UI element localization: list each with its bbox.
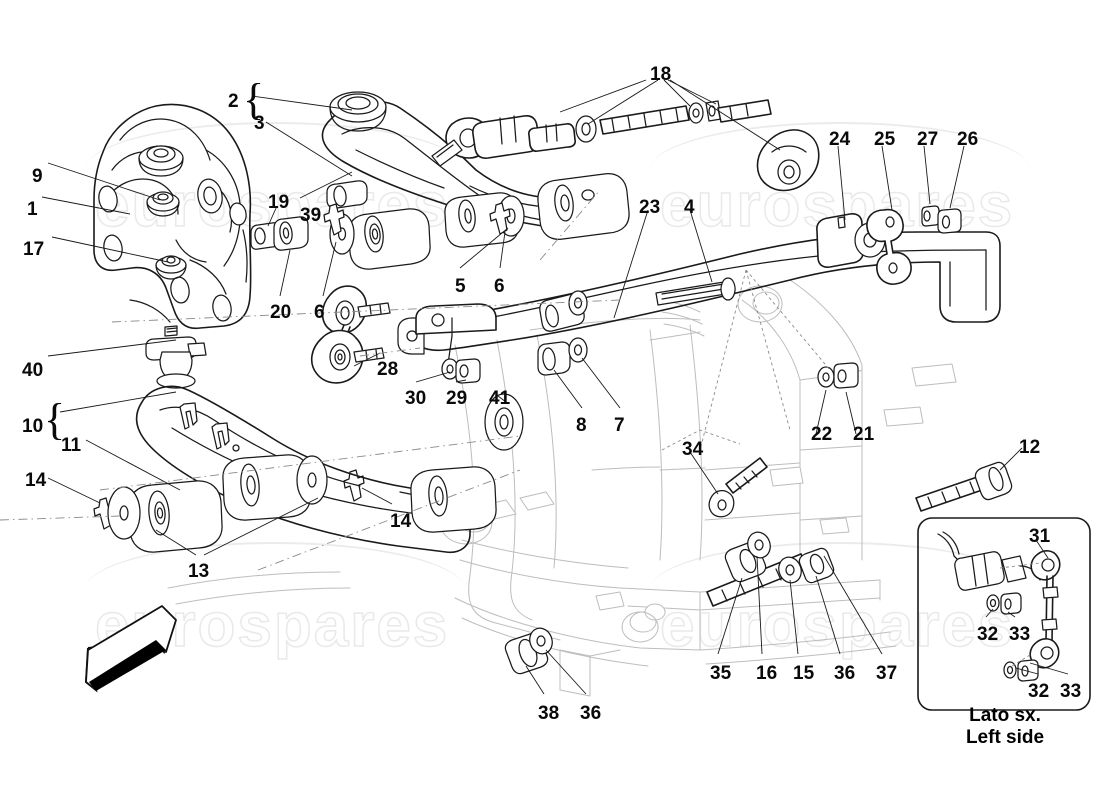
bolt-34 xyxy=(708,457,768,518)
stabilizer-link xyxy=(310,285,497,384)
callout-15[interactable]: 15 xyxy=(793,663,815,684)
callout-38[interactable]: 38 xyxy=(538,703,560,724)
callout-24[interactable]: 24 xyxy=(829,129,851,150)
callout-40[interactable]: 40 xyxy=(22,360,44,381)
callout-20[interactable]: 20 xyxy=(270,302,292,323)
callout-6[interactable]: 6 xyxy=(494,276,505,297)
callout-10[interactable]: 10 xyxy=(22,416,44,437)
callout-36[interactable]: 36 xyxy=(834,663,856,684)
rear-upright-knuckle xyxy=(93,103,309,330)
watermark-swoosh xyxy=(650,542,1030,590)
callout-26[interactable]: 26 xyxy=(957,129,979,150)
callout-22[interactable]: 22 xyxy=(811,424,833,445)
callout-17[interactable]: 17 xyxy=(23,239,45,260)
callout-16[interactable]: 16 xyxy=(756,663,778,684)
watermark-swoosh xyxy=(650,122,1030,170)
callout-36[interactable]: 36 xyxy=(580,703,602,724)
callout-14[interactable]: 14 xyxy=(25,470,47,491)
callout-7[interactable]: 7 xyxy=(614,415,625,436)
inset-caption: Lato sx. Left side xyxy=(965,705,1045,748)
callout-27[interactable]: 27 xyxy=(917,129,939,150)
callout-41[interactable]: 41 xyxy=(489,388,511,409)
callout-4[interactable]: 4 xyxy=(684,197,695,218)
callout-8[interactable]: 8 xyxy=(576,415,587,436)
lower-control-arm xyxy=(107,385,524,554)
callout-33[interactable]: 33 xyxy=(1009,624,1031,645)
callout-23[interactable]: 23 xyxy=(639,197,661,218)
callout-9[interactable]: 9 xyxy=(32,166,43,187)
callout-18[interactable]: 18 xyxy=(650,64,672,85)
callout-34[interactable]: 34 xyxy=(682,439,704,460)
callout-11[interactable]: 11 xyxy=(61,435,82,456)
callout-32[interactable]: 32 xyxy=(977,624,999,645)
direction-arrow xyxy=(84,605,177,693)
callout-21[interactable]: 21 xyxy=(853,424,875,445)
bolt-35-stack xyxy=(706,531,835,607)
callout-29[interactable]: 29 xyxy=(446,388,468,409)
callout-13[interactable]: 13 xyxy=(188,561,210,582)
toe-link-assembly xyxy=(431,99,820,192)
stabilizer-bar xyxy=(397,205,1001,389)
nut-38-washer-36 xyxy=(504,627,553,675)
callout-1[interactable]: 1 xyxy=(27,199,38,220)
callout-6[interactable]: 6 xyxy=(314,302,325,323)
callout-14[interactable]: 14 xyxy=(390,511,412,532)
callout-31[interactable]: 31 xyxy=(1029,526,1051,547)
watermark-swoosh xyxy=(85,542,465,590)
callout-30[interactable]: 30 xyxy=(405,388,427,409)
leader-lines xyxy=(41,79,1023,695)
callout-12[interactable]: 12 xyxy=(1019,437,1041,458)
inset-left-side-box xyxy=(917,517,1091,711)
callout-19[interactable]: 19 xyxy=(268,192,290,213)
callout-33[interactable]: 33 xyxy=(1060,681,1082,702)
callout-5[interactable]: 5 xyxy=(455,276,466,297)
lower-ball-joint xyxy=(145,325,207,389)
center-axis-lines xyxy=(0,189,831,571)
callout-39[interactable]: 39 xyxy=(300,205,322,226)
damper-hardware xyxy=(537,337,588,376)
brace-group-2: { xyxy=(243,75,265,124)
callout-3[interactable]: 3 xyxy=(254,113,265,134)
callout-32[interactable]: 32 xyxy=(1028,681,1050,702)
callout-28[interactable]: 28 xyxy=(377,359,399,380)
callout-2[interactable]: 2 xyxy=(228,91,239,112)
bolt-12 xyxy=(915,461,1013,512)
brace-group-10: { xyxy=(44,395,66,444)
callout-25[interactable]: 25 xyxy=(874,129,896,150)
watermark-swoosh xyxy=(85,122,465,170)
callout-37[interactable]: 37 xyxy=(876,663,898,684)
callout-35[interactable]: 35 xyxy=(710,663,732,684)
